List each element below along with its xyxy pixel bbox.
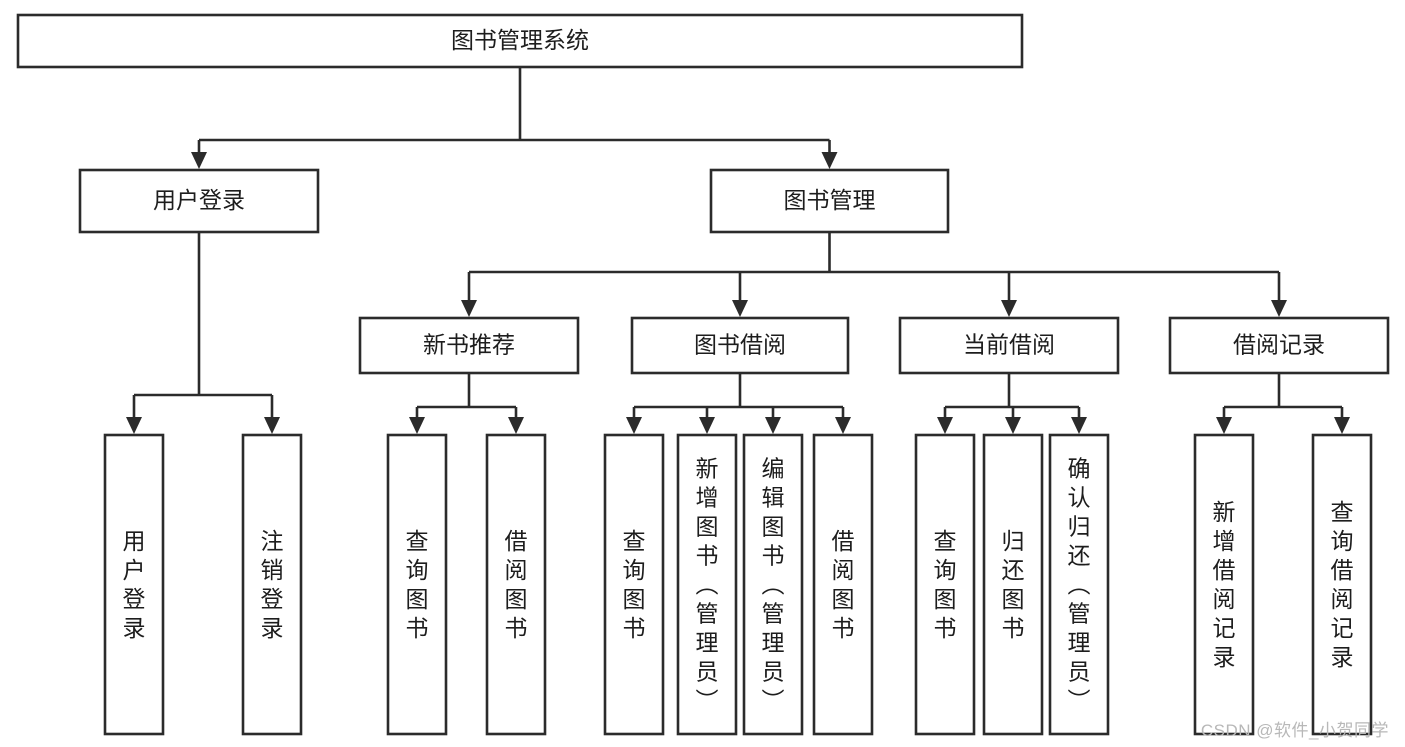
node-box (603, 433, 665, 736)
node-l2-图书管理[interactable]: 图书管理 (709, 168, 950, 234)
arrow-head-down (835, 417, 851, 434)
arrow-head-down (191, 152, 207, 169)
node-leaf-新增借阅记录[interactable]: 新增借阅记录 (1193, 433, 1255, 736)
node-box (78, 168, 320, 234)
arrow-head-down (1271, 300, 1287, 317)
node-box (1048, 433, 1110, 736)
node-leaf-查询图书[interactable]: 查询图书 (914, 433, 976, 736)
arrow-head-down (1071, 417, 1087, 434)
arrow-head-down (461, 300, 477, 317)
node-label: 图书管理系统 (451, 27, 589, 53)
node-leaf-归还图书[interactable]: 归还图书 (982, 433, 1044, 736)
node-leaf-确认归还管理员[interactable]: 确认归还︵管理员︶ (1048, 433, 1110, 736)
node-box (630, 316, 850, 375)
node-box (1193, 433, 1255, 736)
node-box (914, 433, 976, 736)
node-box (358, 316, 580, 375)
node-box (16, 13, 1024, 69)
node-box (241, 433, 303, 736)
node-box (1311, 433, 1373, 736)
node-leaf-查询借阅记录[interactable]: 查询借阅记录 (1311, 433, 1373, 736)
node-label: 新增图书︵管理员︶ (696, 456, 719, 714)
node-box (982, 433, 1044, 736)
node-box (103, 433, 165, 736)
node-layer: 图书管理系统用户登录图书管理新书推荐图书借阅当前借阅借阅记录用户登录注销登录查询… (16, 13, 1390, 736)
node-label: 用户登录 (123, 528, 146, 641)
node-leaf-编辑图书管理员[interactable]: 编辑图书︵管理员︶ (742, 433, 804, 736)
node-label: 图书借阅 (694, 332, 786, 358)
node-label: 当前借阅 (963, 332, 1055, 358)
connector-layer (126, 67, 1350, 434)
node-label: 查询图书 (406, 528, 429, 641)
node-leaf-借阅图书[interactable]: 借阅图书 (485, 433, 547, 736)
node-label: 用户登录 (153, 187, 245, 213)
node-box (898, 316, 1120, 375)
node-label: 借阅记录 (1233, 332, 1325, 358)
node-root-图书管理系统[interactable]: 图书管理系统 (16, 13, 1024, 69)
node-label: 注销登录 (261, 528, 284, 641)
node-box (676, 433, 738, 736)
node-label: 查询图书 (623, 528, 646, 641)
arrow-head-down (126, 417, 142, 434)
arrow-head-down (732, 300, 748, 317)
node-label: 借阅图书 (832, 528, 855, 641)
arrow-head-down (699, 417, 715, 434)
node-leaf-注销登录[interactable]: 注销登录 (241, 433, 303, 736)
node-label: 查询借阅记录 (1331, 499, 1354, 670)
node-box (709, 168, 950, 234)
arrow-head-down (1005, 417, 1021, 434)
arrow-head-down (937, 417, 953, 434)
node-label: 新书推荐 (423, 332, 515, 358)
arrow-head-down (264, 417, 280, 434)
arrow-head-down (1216, 417, 1232, 434)
node-label: 借阅图书 (505, 528, 528, 641)
node-box (1168, 316, 1390, 375)
arrow-head-down (1334, 417, 1350, 434)
arrow-head-down (409, 417, 425, 434)
arrow-head-down (1001, 300, 1017, 317)
node-box (812, 433, 874, 736)
node-leaf-新增图书管理员[interactable]: 新增图书︵管理员︶ (676, 433, 738, 736)
node-l3-借阅记录[interactable]: 借阅记录 (1168, 316, 1390, 375)
node-label: 归还图书 (1002, 528, 1025, 641)
node-label: 确认归还︵管理员︶ (1068, 456, 1091, 714)
node-label: 查询图书 (934, 528, 957, 641)
arrow-head-down (508, 417, 524, 434)
node-leaf-查询图书[interactable]: 查询图书 (603, 433, 665, 736)
node-box (742, 433, 804, 736)
node-l2-用户登录[interactable]: 用户登录 (78, 168, 320, 234)
node-l3-图书借阅[interactable]: 图书借阅 (630, 316, 850, 375)
node-leaf-查询图书[interactable]: 查询图书 (386, 433, 448, 736)
node-l3-新书推荐[interactable]: 新书推荐 (358, 316, 580, 375)
node-label: 图书管理 (784, 187, 876, 213)
node-box (485, 433, 547, 736)
node-leaf-用户登录[interactable]: 用户登录 (103, 433, 165, 736)
arrow-head-down (821, 152, 838, 169)
node-label: 新增借阅记录 (1213, 499, 1236, 670)
node-leaf-借阅图书[interactable]: 借阅图书 (812, 433, 874, 736)
node-l3-当前借阅[interactable]: 当前借阅 (898, 316, 1120, 375)
node-label: 编辑图书︵管理员︶ (762, 456, 785, 714)
arrow-head-down (626, 417, 642, 434)
arrow-head-down (765, 417, 781, 434)
node-box (386, 433, 448, 736)
